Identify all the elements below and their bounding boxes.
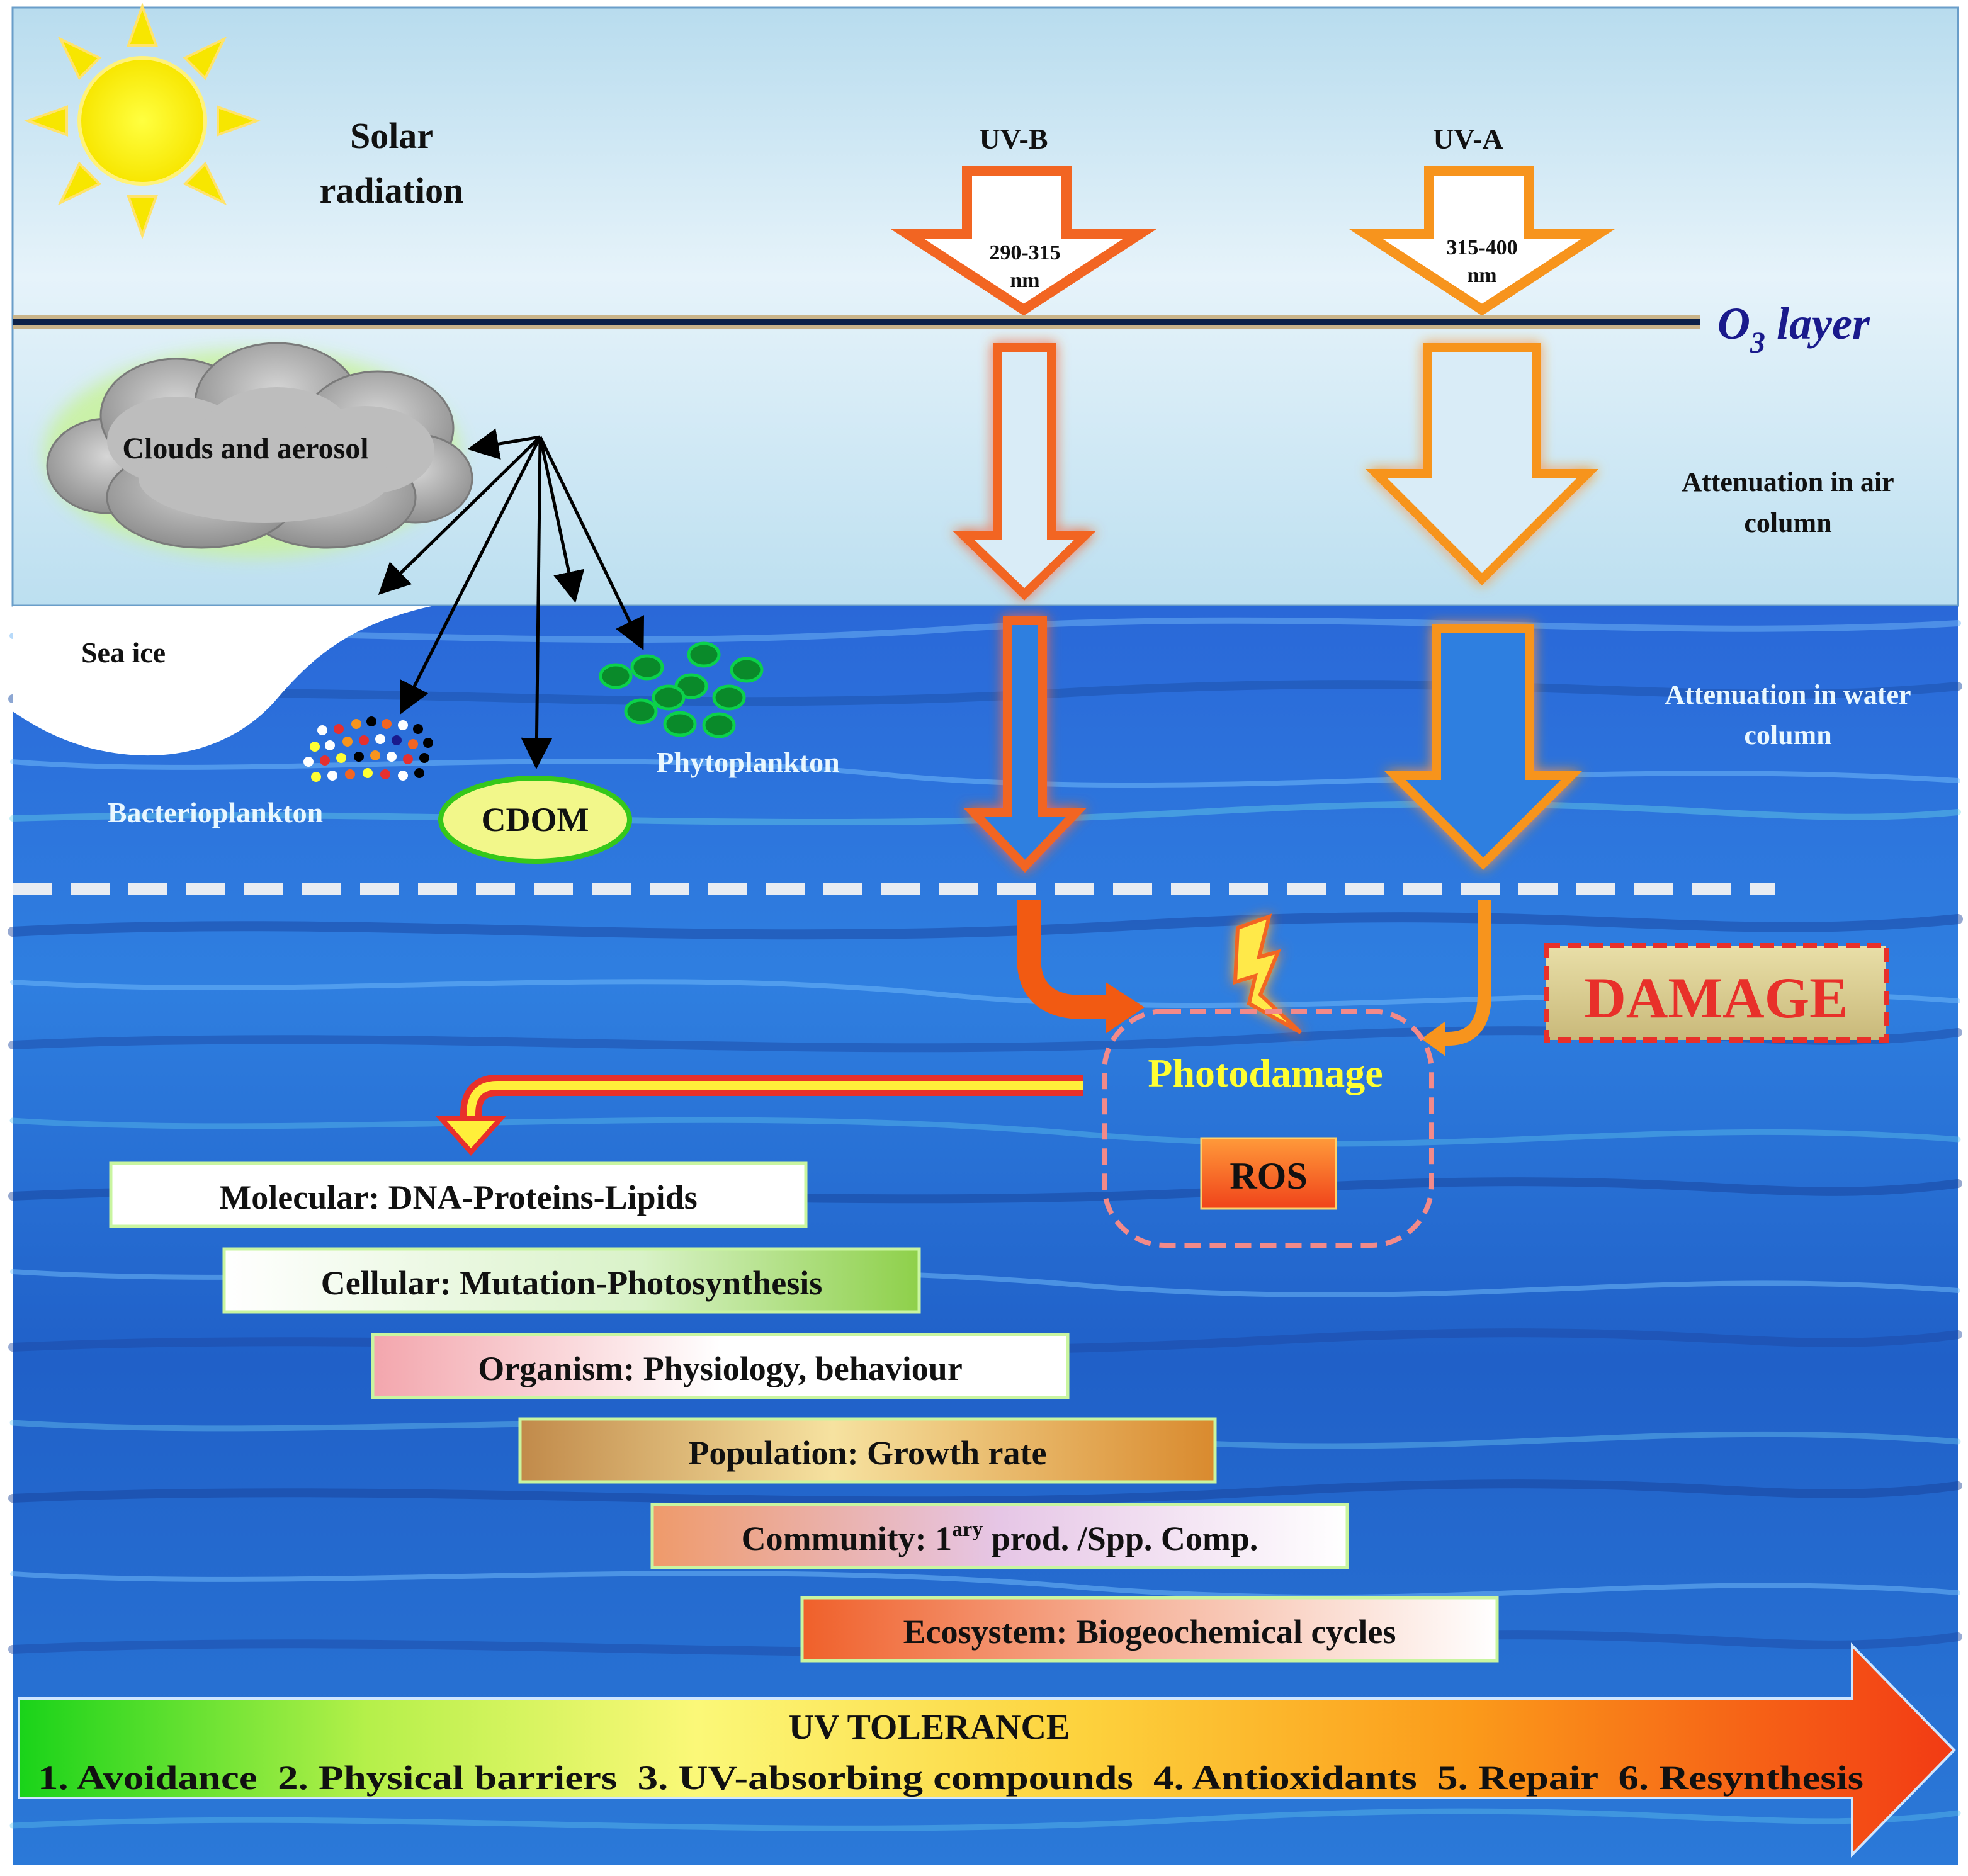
water-attenuation-line2: column — [1744, 720, 1831, 750]
uvb-top-arrow — [891, 166, 1156, 316]
water-panel — [13, 606, 1958, 1865]
sea-ice-label: Sea ice — [81, 636, 166, 669]
uvb-curved-arrow — [1017, 900, 1145, 1034]
air-attenuation-line2: column — [1744, 507, 1831, 538]
photodamage-box — [1102, 1009, 1434, 1248]
uva-top-arrow — [1349, 166, 1615, 316]
phytoplankton-label: Phytoplankton — [656, 746, 839, 778]
level-label-community: Community: 1ary prod. /Spp. Comp. — [742, 1518, 1258, 1557]
cdom-label: CDOM — [482, 801, 589, 839]
uva-range-line2: nm — [1467, 264, 1496, 287]
uva-air-arrow — [1366, 343, 1598, 585]
level-box-ecosystem — [800, 1596, 1499, 1663]
water-waves — [8, 617, 1963, 1831]
level-box-molecular — [109, 1161, 808, 1228]
photodamage-to-levels-arrow — [435, 1075, 1083, 1156]
ozone-layer-label: O3 layer — [1717, 298, 1870, 359]
uvb-air-arrow — [952, 343, 1097, 601]
level-box-organism — [371, 1333, 1070, 1399]
bacterioplankton-label: Bacterioplankton — [108, 796, 323, 828]
damage-label: DAMAGE — [1584, 966, 1848, 1030]
uv-tolerance-items: 1. Avoidance 2. Physical barriers 3. UV-… — [38, 1759, 1863, 1797]
level-label-ecosystem: Ecosystem: Biogeochemical cycles — [903, 1613, 1396, 1651]
damage-box — [1544, 943, 1889, 1043]
air-attenuation-line1: Attenuation in air — [1682, 466, 1894, 497]
ros-label: ROS — [1230, 1155, 1307, 1197]
phytoplankton-icon — [599, 641, 764, 738]
level-boxes: Molecular: DNA-Proteins-Lipids Cellular:… — [109, 1161, 1499, 1663]
level-box-cellular — [222, 1247, 921, 1314]
level-label-cellular: Cellular: Mutation-Photosynthesis — [321, 1264, 823, 1302]
solar-radiation-label-2: radiation — [320, 170, 464, 211]
cloud-icon — [44, 342, 473, 557]
cdom-ellipse — [438, 776, 632, 864]
bacterioplankton-icon — [303, 716, 433, 782]
uv-tolerance-arrow — [18, 1642, 1956, 1858]
uva-curved-arrow — [1422, 900, 1491, 1056]
uvb-range-line2: nm — [1010, 269, 1039, 292]
attenuation-arrows — [378, 428, 645, 769]
level-box-population — [518, 1417, 1217, 1484]
level-box-community — [650, 1503, 1349, 1569]
sea-ice — [13, 606, 434, 756]
photodamage-label: Photodamage — [1148, 1051, 1383, 1095]
uva-label: UV-A — [1433, 123, 1503, 155]
level-label-organism: Organism: Physiology, behaviour — [478, 1350, 963, 1387]
level-label-molecular: Molecular: DNA-Proteins-Lipids — [219, 1178, 697, 1216]
uva-range-line1: 315-400 — [1446, 236, 1517, 259]
water-attenuation-line1: Attenuation in water — [1665, 679, 1911, 710]
level-label-population: Population: Growth rate — [689, 1434, 1047, 1472]
uv-tolerance-title: UV TOLERANCE — [789, 1708, 1070, 1747]
uvb-water-arrow — [963, 616, 1087, 873]
solar-radiation-label-1: Solar — [350, 115, 433, 156]
sun-icon — [24, 3, 261, 239]
clouds-label: Clouds and aerosol — [122, 432, 368, 465]
uvb-label: UV-B — [979, 123, 1048, 155]
ros-box — [1200, 1137, 1337, 1210]
uva-water-arrow — [1384, 624, 1582, 870]
uvb-range-line1: 290-315 — [989, 241, 1060, 264]
